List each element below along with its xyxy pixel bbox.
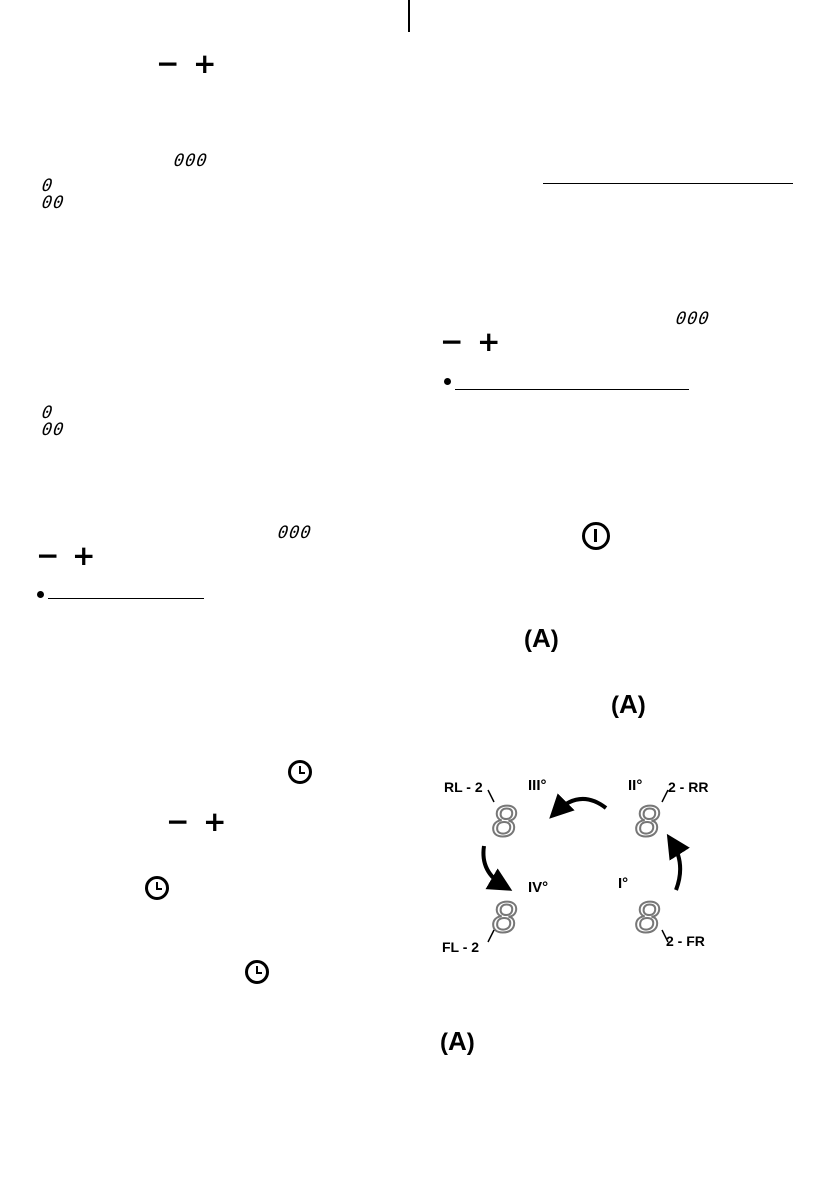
arrow-rl-to-fl xyxy=(481,845,513,891)
step-label-1: I° xyxy=(618,875,628,892)
timer-clock-icon xyxy=(145,876,169,900)
zone-display-fl: 8 xyxy=(487,892,518,943)
underline-rule xyxy=(543,183,793,184)
display-digits-000: 000 xyxy=(674,309,712,329)
minus-icon: − xyxy=(36,539,60,572)
minus-icon: − xyxy=(440,325,464,358)
zone-digit-fl: 8 xyxy=(492,893,517,942)
plus-icon: + xyxy=(72,539,96,572)
zone-display-rr: 8 xyxy=(634,789,669,847)
underline-rule xyxy=(455,389,689,390)
timer-clock-icon xyxy=(288,760,312,784)
power-icon xyxy=(582,522,610,550)
zone-display-fr: 8 xyxy=(634,892,669,943)
step-label-3: III° xyxy=(528,777,547,794)
display-digits-00: 00 xyxy=(40,193,66,213)
auto-mode-icon: (A) xyxy=(440,1026,475,1056)
auto-mode-icon: (A) xyxy=(524,623,559,653)
arrow-fr-to-rr xyxy=(666,833,690,891)
minus-icon: − xyxy=(166,805,190,838)
zone-digit-rr: 8 xyxy=(635,797,660,846)
plus-icon: + xyxy=(477,325,501,358)
zone-label-rr: 2 - RR xyxy=(668,779,708,795)
zone-display-rl: 8 xyxy=(487,789,518,847)
underline-rule xyxy=(48,598,204,599)
display-digits-000: 000 xyxy=(172,151,210,171)
zone-label-rl: RL - 2 xyxy=(444,779,483,795)
bullet-dot xyxy=(444,378,451,385)
minus-icon: − xyxy=(156,47,180,80)
step-label-2: II° xyxy=(628,777,642,794)
zone-label-fl: FL - 2 xyxy=(442,939,479,955)
step-label-4: IV° xyxy=(528,879,548,896)
timer-clock-icon xyxy=(245,960,269,984)
display-digits-000: 000 xyxy=(276,523,314,543)
display-digits-00: 00 xyxy=(40,420,66,440)
column-divider-line xyxy=(408,0,410,32)
arrow-rr-to-rl xyxy=(549,793,608,819)
zone-digit-rl: 8 xyxy=(492,797,517,846)
bullet-dot xyxy=(37,591,44,598)
plus-icon: + xyxy=(203,805,227,838)
zone-label-fr: 2 - FR xyxy=(666,933,705,949)
zone-digit-fr: 8 xyxy=(635,893,660,942)
plus-icon: + xyxy=(193,47,217,80)
auto-mode-icon: (A) xyxy=(611,689,646,719)
zone-sequence-diagram: 8 RL - 2 III° 8 II° 2 - RR 8 IV° FL - 2 … xyxy=(442,777,708,955)
